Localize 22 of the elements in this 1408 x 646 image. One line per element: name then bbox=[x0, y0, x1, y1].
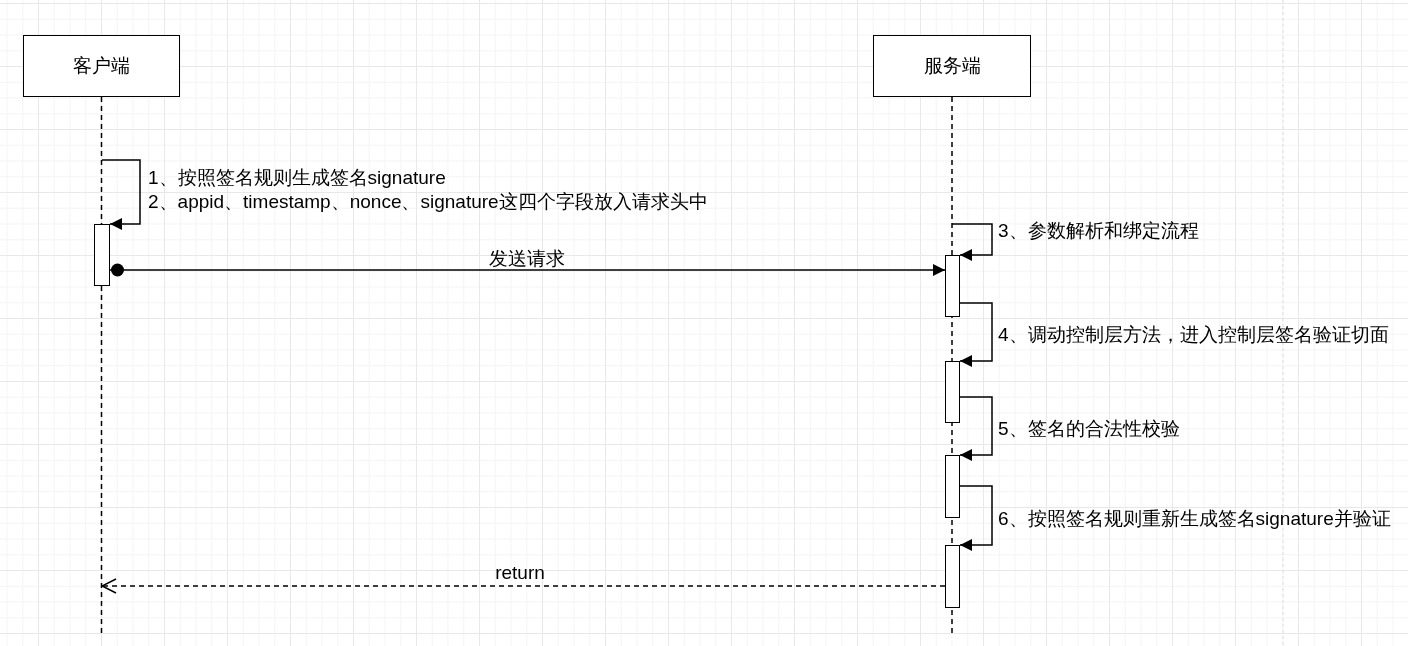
step-label: 2、appid、timestamp、nonce、signature这四个字段放入请求头中 bbox=[148, 190, 708, 213]
message-arrow bbox=[109, 263, 946, 277]
activation-bar bbox=[945, 255, 960, 317]
message-label: 发送请求 bbox=[489, 247, 565, 271]
self-message-arrow bbox=[101, 159, 141, 230]
participant-box: 客户端 bbox=[23, 35, 180, 97]
activation-bar bbox=[945, 545, 960, 608]
message-label: 3、参数解析和绑定流程 bbox=[998, 219, 1199, 243]
self-message-arrow bbox=[959, 485, 993, 551]
self-message-arrow bbox=[951, 223, 993, 261]
self-message-arrow bbox=[959, 396, 993, 461]
self-message-arrow bbox=[959, 302, 993, 367]
message-label: 1、按照签名规则生成签名signature bbox=[148, 166, 446, 189]
activation-bar bbox=[945, 361, 960, 423]
message-label: return bbox=[495, 561, 545, 585]
message-label: 4、调动控制层方法，进入控制层签名验证切面 bbox=[998, 323, 1389, 347]
return-arrow bbox=[101, 578, 946, 594]
activation-bar bbox=[94, 224, 110, 286]
participant-box: 服务端 bbox=[873, 35, 1031, 97]
activation-bar bbox=[945, 455, 960, 518]
message-label: 6、按照签名规则重新生成签名signature并验证 bbox=[998, 507, 1391, 531]
message-label: 5、签名的合法性校验 bbox=[998, 417, 1180, 440]
